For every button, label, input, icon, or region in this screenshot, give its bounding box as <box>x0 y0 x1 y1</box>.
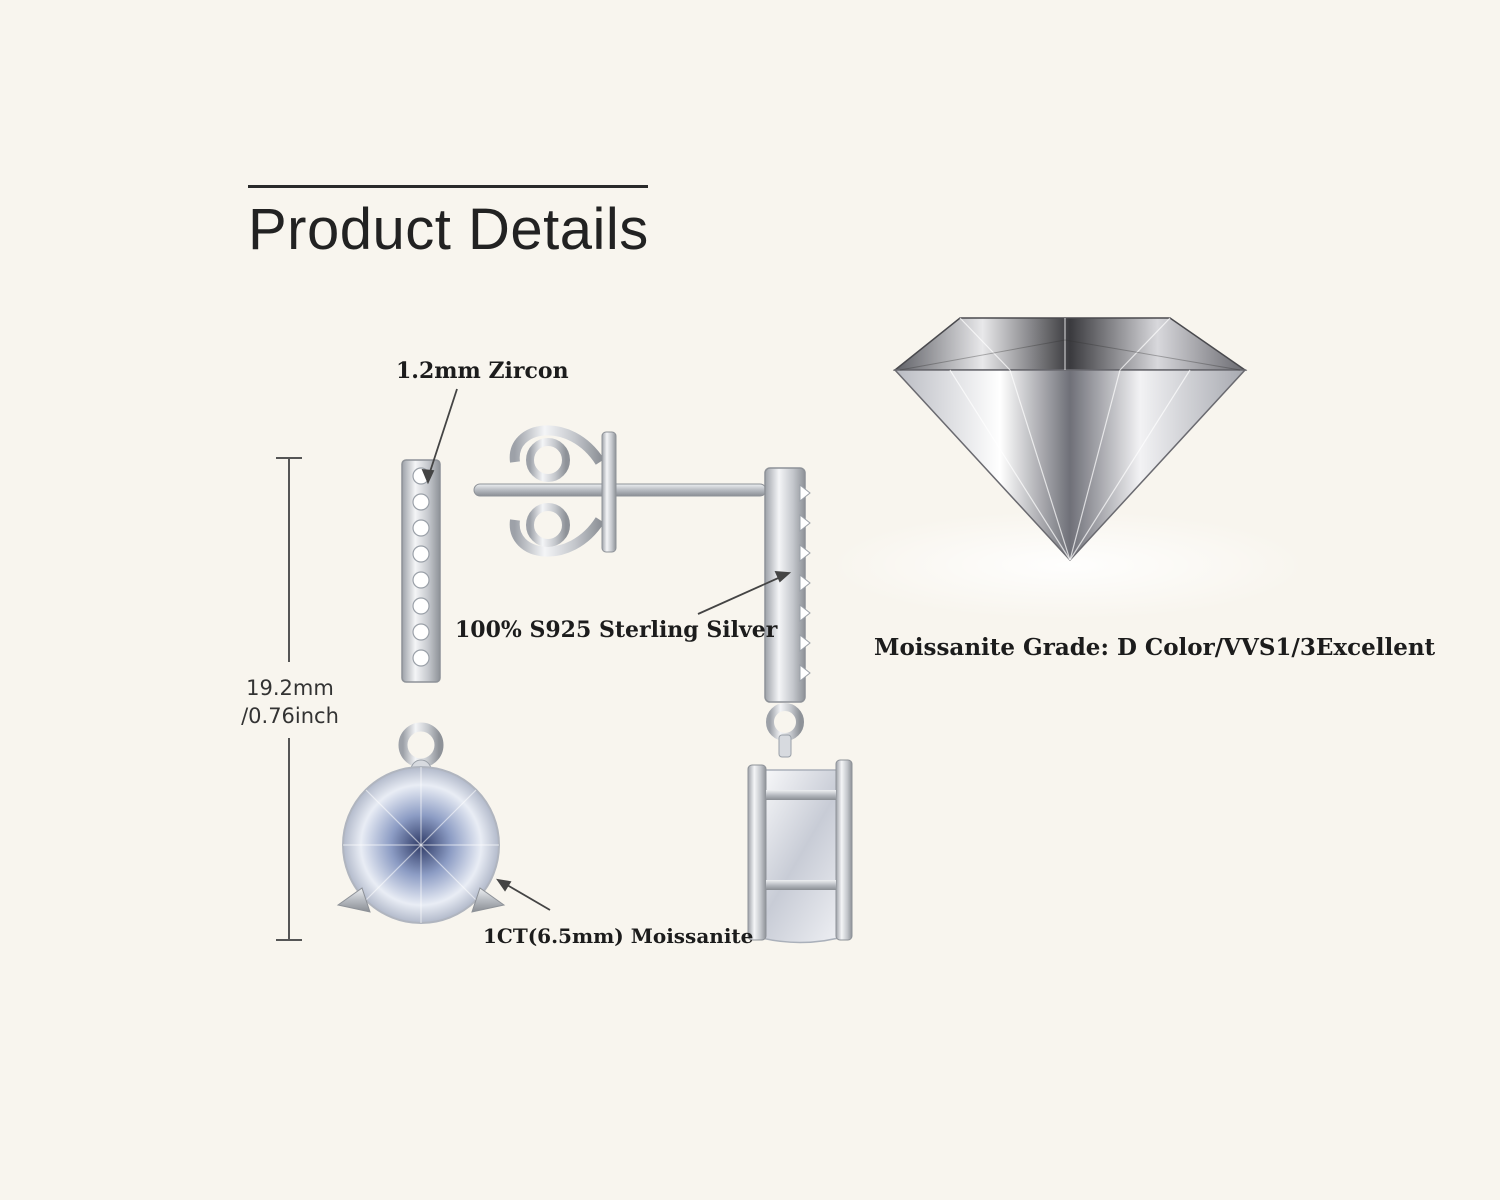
label-moissanite: 1CT(6.5mm) Moissanite <box>483 924 754 948</box>
dimension-indicator <box>276 457 302 941</box>
title-divider <box>248 185 648 188</box>
zircon-stones <box>412 467 430 667</box>
earring-side-view <box>473 425 853 944</box>
page-title: Product Details <box>248 197 649 262</box>
label-zircon: 1.2mm Zircon <box>396 358 569 384</box>
moissanite-gemstone-closeup <box>828 317 1308 620</box>
callout-lines <box>421 388 792 911</box>
dimension-mm: 19.2mm <box>246 676 334 700</box>
label-sterling-silver: 100% S925 Sterling Silver <box>455 617 778 643</box>
earring-front-view <box>336 459 506 924</box>
label-moissanite-grade: Moissanite Grade: D Color/VVS1/3Excellen… <box>874 634 1436 661</box>
dimension-inch: /0.76inch <box>241 704 339 728</box>
butterfly-backing <box>509 425 605 557</box>
